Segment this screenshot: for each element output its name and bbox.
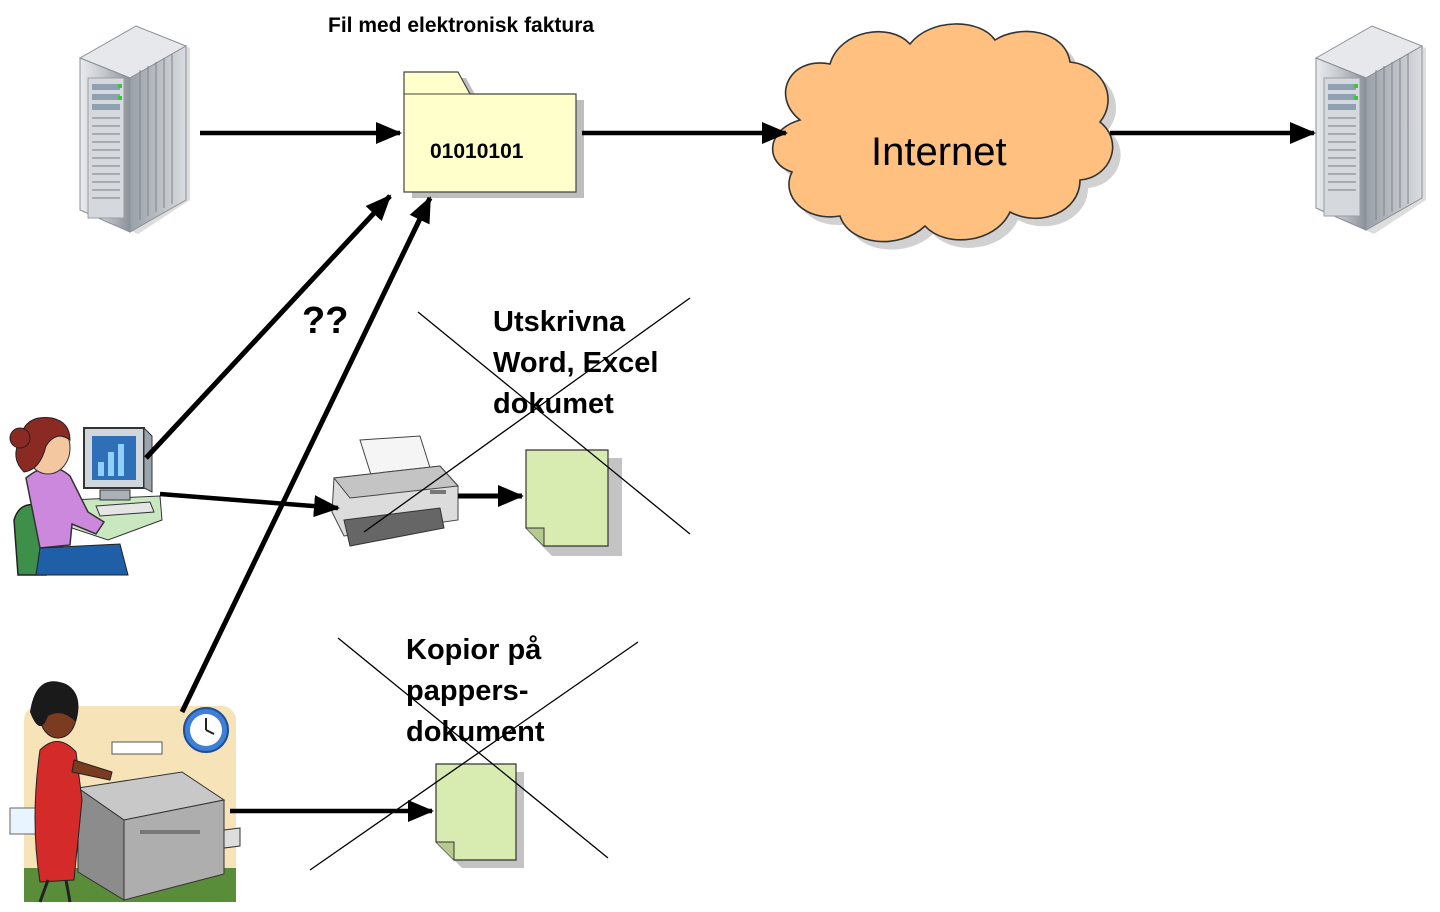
copies-line-3: dokument [406,716,545,748]
server-icon-left [78,25,190,234]
paper-copies-label: Kopior på pappers- dokument [406,630,606,753]
document-icon-copies [435,763,524,868]
folder-binary-code: 01010101 [430,140,524,163]
clock-icon [183,707,229,753]
printed-documents-label: Utskrivna Word, Excel dokumet [493,302,713,425]
cloud-icon [771,23,1121,250]
copier-worker-icon [9,681,241,903]
cross-out-copies [309,637,639,871]
copies-line-2: pappers- [406,675,529,707]
printer-icon [331,435,460,547]
copies-line-1: Kopior på [406,634,542,666]
question-label: ?? [302,300,349,342]
folder-icon [403,71,584,198]
printed-line-2: Word, Excel [493,347,659,379]
arrow-worker-to-printer [159,491,340,518]
internet-label: Internet [871,130,1007,174]
document-icon-printed [525,449,622,556]
arrow-copier-to-folder [179,196,433,714]
printed-line-3: dokumet [493,388,614,420]
arrows [144,122,1316,822]
server-icon-right [1314,25,1426,234]
folder-title: Fil med elektronisk faktura [328,14,595,37]
cross-out-printed [363,297,691,535]
printed-line-1: Utskrivna [493,306,626,338]
arrow-worker-to-folder [144,194,392,460]
office-worker-icon [9,416,163,576]
